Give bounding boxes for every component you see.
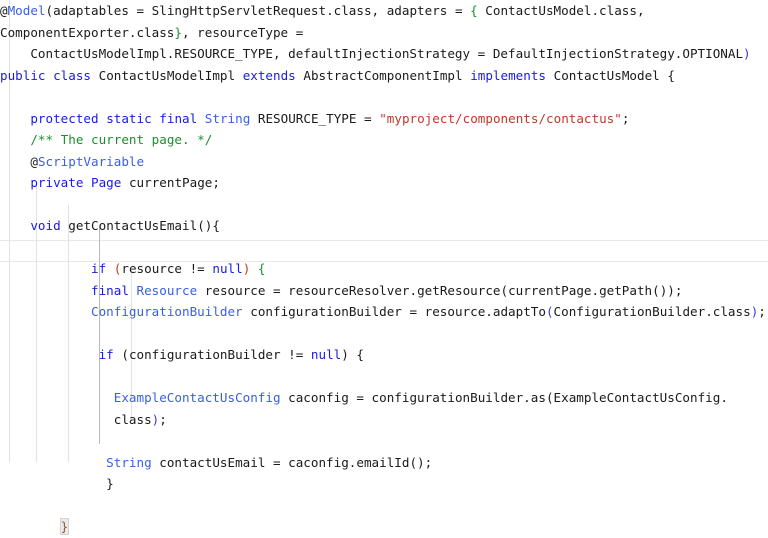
class-name: ContactUsModelImpl (98, 67, 236, 83)
assign-configuration-builder: configurationBuilder = resource.adaptTo (250, 304, 546, 319)
code-line: void getContactUsEmail(){ (0, 215, 768, 237)
brace-open-if: { (257, 261, 266, 276)
code-line: private Page currentPage; (0, 172, 768, 194)
brace-open-array: { (470, 3, 478, 18)
code-line: } (0, 516, 768, 538)
keyword-final: final (91, 282, 129, 298)
keyword-extends: extends (242, 67, 296, 83)
condition-config-builder-not-null: configurationBuilder != (128, 347, 311, 362)
type-page: Page (91, 175, 122, 190)
keyword-if: if (91, 261, 107, 276)
code-line-blank (0, 430, 768, 452)
resource-type-key: , resourceType = (181, 24, 304, 40)
row-separator (0, 240, 768, 241)
brace-close-matched: } (59, 518, 70, 535)
code-line: @ScriptVariable (0, 151, 768, 173)
annotation-at: @ (30, 153, 38, 169)
code-line: /** The current page. */ (0, 129, 768, 151)
keyword-class: class (53, 67, 92, 83)
keyword-if: if (98, 347, 114, 362)
code-line: ExampleContactUsConfig caconfig = config… (113, 390, 728, 405)
method-name-getcontactusemail: getContactUsEmail (68, 218, 198, 233)
code-line: ContactUsModelImpl.RESOURCE_TYPE, defaul… (0, 43, 768, 65)
code-line-blank (0, 194, 768, 216)
indent-guide (68, 205, 69, 462)
adapters-value: ContactUsModel.class, (477, 3, 645, 18)
assign-resource: resource = resourceResolver.getResource (204, 282, 501, 298)
keyword-void: void (30, 218, 61, 233)
method-parens: () (197, 218, 213, 233)
code-line: if (configurationBuilder != null) { (98, 347, 365, 362)
type-string: String (204, 110, 251, 126)
keyword-public: public (0, 67, 46, 83)
keyword-static: static (106, 110, 152, 126)
keyword-implements: implements (470, 67, 547, 83)
arg-configuration-builder-class: ConfigurationBuilder.class (553, 304, 751, 319)
code-line: final Resource resource = resourceResolv… (91, 282, 683, 298)
string-literal-resource-path: "myproject/components/contactus" (379, 110, 622, 126)
keyword-final: final (159, 110, 198, 126)
const-resource-type: RESOURCE_TYPE = (257, 110, 380, 126)
paren-open: ( (45, 3, 54, 18)
indent-guide (9, 0, 10, 462)
field-current-page: currentPage; (128, 175, 220, 190)
code-line: ConfigurationBuilder configurationBuilde… (91, 304, 766, 319)
brace-open-method: { (212, 218, 220, 233)
indent-guide-active (99, 226, 100, 444)
indent-guide (36, 183, 37, 462)
brace-open-class: { (667, 67, 675, 83)
superclass-name: AbstractComponentImpl (303, 67, 463, 83)
semicolon: ; (621, 110, 630, 126)
assign-contact-us-email: contactUsEmail = caconfig.emailId (159, 454, 410, 470)
annotation-name-scriptvariable: ScriptVariable (37, 153, 145, 169)
code-line: } (0, 473, 768, 495)
row-separator (0, 261, 768, 262)
code-line: String contactUsEmail = caconfig.emailId… (106, 454, 433, 470)
code-line: class); (113, 411, 167, 427)
wrapped-class-keyword: class (113, 411, 152, 427)
paren-close-annotation: ) (743, 46, 751, 61)
type-configuration-builder: ConfigurationBuilder (91, 304, 243, 319)
type-resource: Resource (136, 282, 198, 298)
code-line: @Model(adaptables = SlingHttpServletRequ… (0, 0, 768, 22)
component-exporter-class: ComponentExporter.class (0, 24, 175, 40)
code-line: ComponentExporter.class}, resourceType = (0, 22, 768, 44)
code-line-blank (0, 323, 768, 345)
code-line-blank (0, 237, 768, 259)
keyword-protected: protected (30, 110, 99, 126)
indent-guide (131, 270, 132, 420)
brace-close-array: } (174, 24, 182, 40)
code-line-blank (0, 86, 768, 108)
annotation-at: @ (0, 3, 8, 18)
brace-close-inner-if: } (106, 476, 114, 491)
arg-current-page-get-path: currentPage.getPath (508, 282, 653, 298)
annotation-adaptables-arg: adaptables = SlingHttpServletRequest.cla… (53, 3, 471, 18)
code-line: protected static final String RESOURCE_T… (0, 108, 768, 130)
type-example-contact-us-config: ExampleContactUsConfig (113, 390, 281, 405)
code-line-blank (0, 495, 768, 517)
code-line: if (resource != null) { (0, 258, 768, 280)
interface-name: ContactUsModel (553, 67, 660, 83)
paren-close: ) (242, 261, 251, 276)
keyword-null: null (212, 261, 243, 276)
arg-example-config: ExampleContactUsConfig. (553, 390, 728, 405)
code-line: public class ContactUsModelImpl extends … (0, 65, 768, 87)
type-string: String (106, 454, 152, 470)
code-line-blank (0, 366, 768, 388)
assign-caconfig: caconfig = configurationBuilder.as (288, 390, 546, 405)
annotation-name-model: Model (7, 3, 46, 18)
keyword-private: private (30, 175, 84, 190)
keyword-null: null (310, 347, 342, 362)
impl-resource-type-args: ContactUsModelImpl.RESOURCE_TYPE, defaul… (0, 46, 744, 61)
condition-resource-not-null: resource != (121, 261, 213, 276)
javadoc-comment: /** The current page. */ (30, 132, 213, 147)
paren-open: ( (113, 261, 122, 276)
